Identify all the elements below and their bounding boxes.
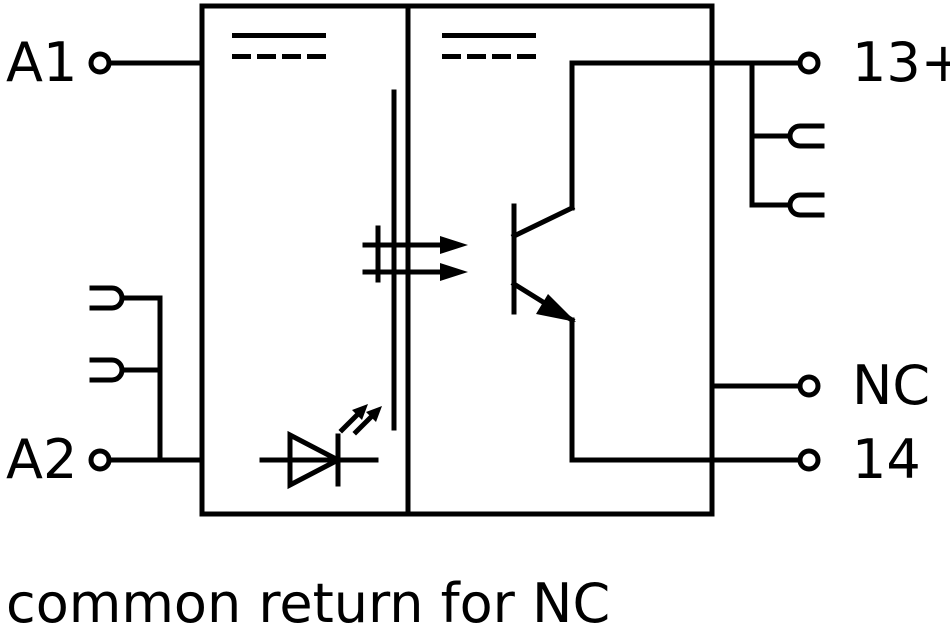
plug-connector-icon bbox=[89, 357, 163, 383]
terminal-a1-contact bbox=[88, 51, 112, 75]
plug-connector-icon bbox=[89, 285, 163, 311]
output-module-box bbox=[405, 3, 715, 517]
terminal-a2-contact bbox=[88, 448, 112, 472]
terminal-a1-label: A1 bbox=[6, 31, 77, 94]
terminal-nc-contact bbox=[797, 374, 821, 398]
terminal-14-label: 14 bbox=[852, 428, 921, 491]
terminal-14-contact bbox=[797, 448, 821, 472]
led-diode-icon bbox=[259, 406, 380, 490]
wire-13-collector bbox=[569, 60, 803, 211]
terminal-nc-label: NC bbox=[852, 354, 930, 417]
terminal-a2-label: A2 bbox=[6, 428, 77, 491]
optocoupler-barrier-icon bbox=[362, 89, 443, 431]
dc-symbol-icon bbox=[442, 33, 536, 59]
led-emission-arrow-icon bbox=[352, 404, 368, 420]
terminal-13-contact bbox=[797, 51, 821, 75]
plug-connector-icon bbox=[749, 192, 825, 218]
emitter-arrow-icon bbox=[536, 294, 576, 322]
plug-connector-icon bbox=[749, 123, 825, 149]
terminal-13-label: 13+ bbox=[852, 31, 950, 94]
led-emission-arrow-icon bbox=[366, 406, 382, 422]
caption: common return for NC bbox=[6, 572, 610, 635]
light-arrow-icon bbox=[440, 236, 468, 254]
dc-symbol-icon bbox=[232, 33, 326, 59]
wire-14-emitter bbox=[569, 317, 803, 463]
light-arrow-icon bbox=[440, 263, 468, 281]
